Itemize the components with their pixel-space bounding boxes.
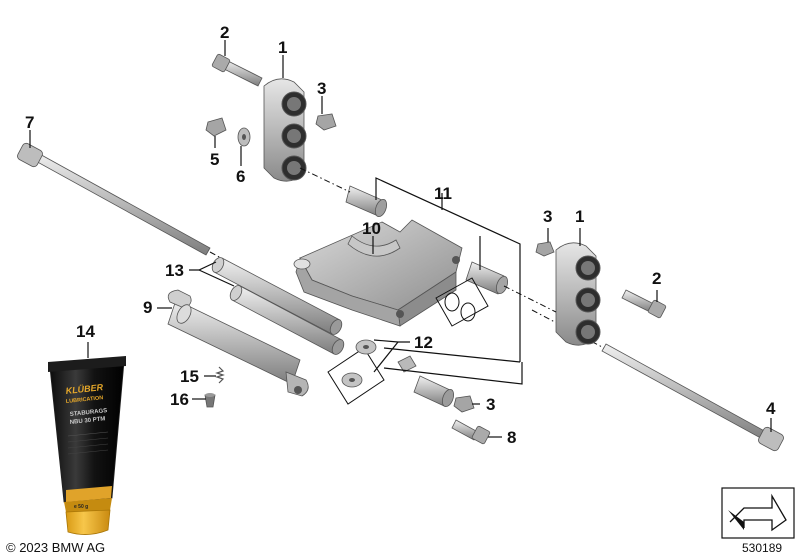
- tube-product-line2: NBU 30 PTM: [70, 416, 106, 426]
- nut-3-lower: [453, 395, 475, 413]
- nut-3-right: [535, 241, 555, 257]
- bolt-8: [451, 419, 491, 445]
- tube-brand-line1: KLÜBER: [65, 382, 104, 396]
- bushing-top: [345, 185, 388, 218]
- copyright-text: © 2023 BMW AG: [6, 540, 106, 555]
- nut-3-upper: [315, 113, 337, 131]
- callout-13: 13: [165, 261, 184, 280]
- callout-11: 11: [434, 184, 452, 203]
- tube-net-weight: e 50 g: [74, 504, 88, 510]
- callout-3-right: 3: [543, 207, 552, 226]
- carrier-block-10: [293, 219, 463, 327]
- rubber-mount-1-right: [555, 242, 601, 346]
- tube-brand-line2: LUBRICATION: [66, 395, 104, 405]
- callout-1: 1: [278, 38, 287, 57]
- callout-15: 15: [180, 367, 199, 386]
- callout-2: 2: [220, 23, 229, 42]
- long-bolt-4: [601, 343, 784, 452]
- callout-7: 7: [25, 113, 34, 132]
- callout-1-right: 1: [575, 207, 584, 226]
- lubricant-tube-14: KLÜBER LUBRICATION STABURAGS NBU 30 PTM …: [48, 356, 126, 535]
- callout-12: 12: [414, 333, 433, 352]
- nut-5: [205, 117, 227, 137]
- callout-8: 8: [507, 428, 516, 447]
- tube-product-line1: STABURAGS: [70, 408, 108, 418]
- callout-6: 6: [236, 167, 245, 186]
- callout-labels: 1 2 3 5 6 7 10 11 13 9 12 3 1 2 4 3 8 15…: [25, 23, 776, 447]
- rubber-mount-1-upper: [263, 78, 307, 182]
- spacer-lower: [413, 375, 455, 408]
- bolt-2-upper: [211, 53, 263, 87]
- callout-3-lower: 3: [486, 395, 495, 414]
- leader-lines: [29, 40, 772, 438]
- callout-5: 5: [210, 150, 219, 169]
- callout-9: 9: [143, 298, 152, 317]
- bolt-2-right: [621, 289, 667, 319]
- spring-15: [215, 366, 225, 384]
- callout-4: 4: [766, 399, 776, 418]
- washer-6: [237, 127, 251, 147]
- document-number: 530189: [742, 541, 783, 555]
- callout-10: 10: [362, 219, 381, 238]
- callout-14: 14: [76, 322, 95, 341]
- long-bolt-7: [17, 142, 211, 256]
- callout-16: 16: [170, 390, 189, 409]
- bushing-rings: [435, 261, 509, 327]
- callout-3: 3: [317, 79, 326, 98]
- plug-16: [204, 393, 216, 408]
- diagram-symbol: [721, 487, 795, 539]
- washers-12: [327, 339, 417, 405]
- callout-2-right: 2: [652, 269, 661, 288]
- sleeve-13-lower: [229, 285, 345, 355]
- bracket-9: [167, 289, 309, 397]
- group-bracket-11: [375, 177, 523, 385]
